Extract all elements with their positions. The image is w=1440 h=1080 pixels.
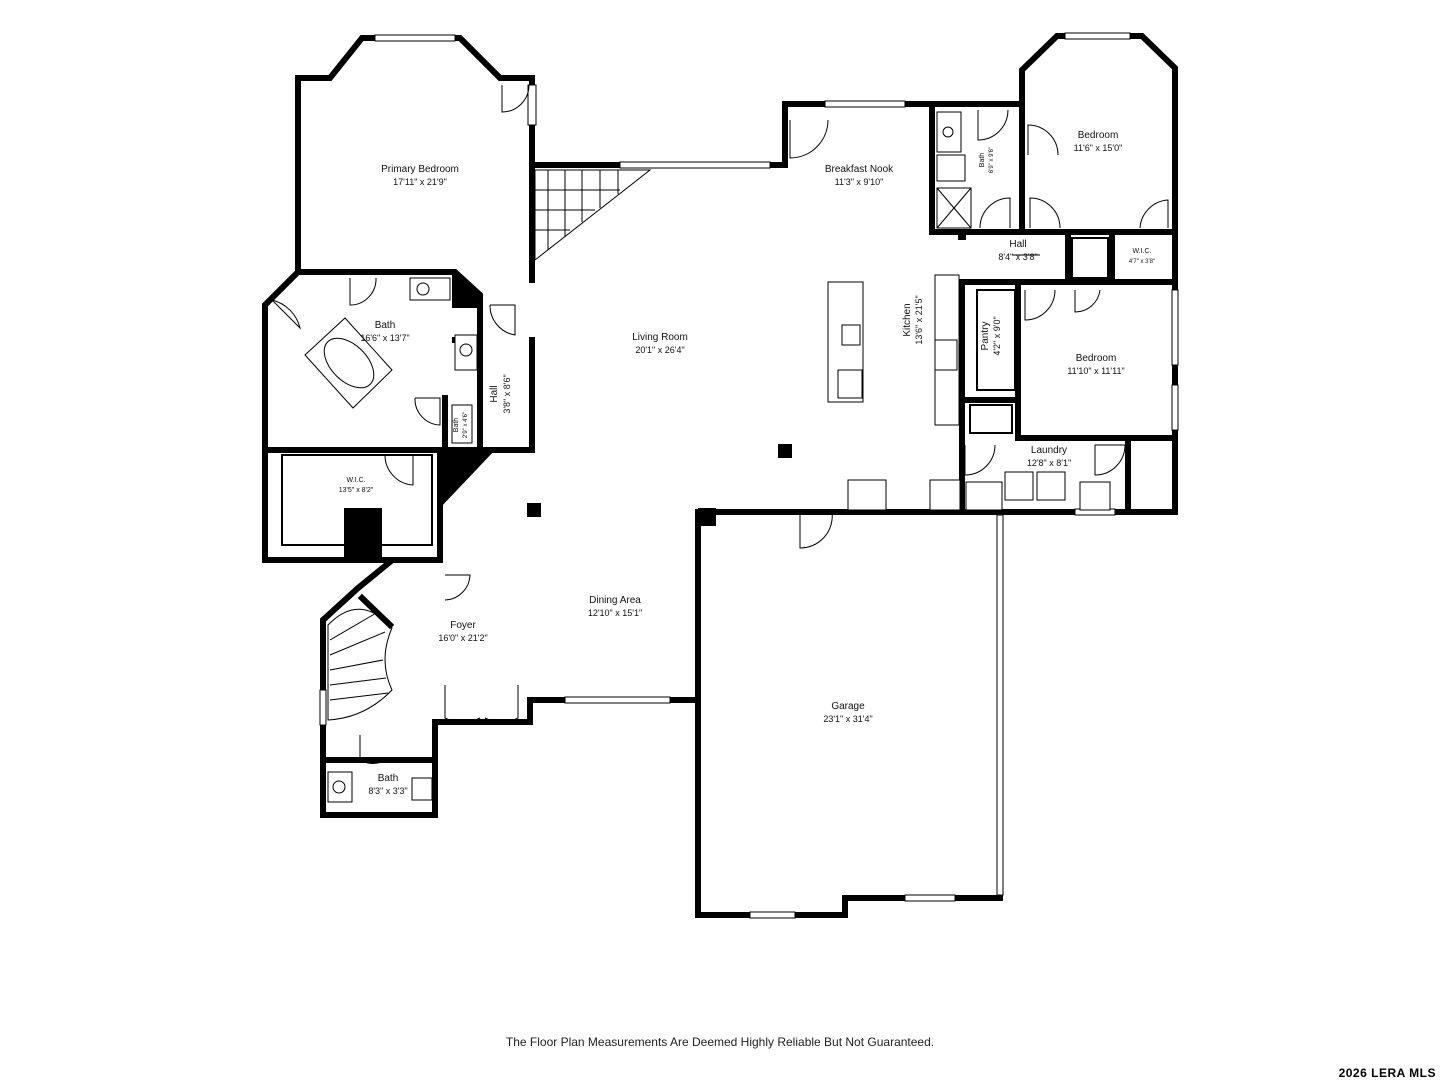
room-size: 12'10" x 15'1" bbox=[588, 608, 642, 618]
room-name: Laundry bbox=[1031, 445, 1067, 456]
bathtub-icon bbox=[304, 317, 393, 409]
room-name: Bath bbox=[378, 773, 399, 784]
room-size: 11'3" x 9'10" bbox=[835, 177, 884, 187]
room-size: 17'11" x 21'9" bbox=[393, 177, 447, 187]
room-name: Dining Area bbox=[589, 595, 641, 606]
room-name: Bath bbox=[453, 418, 460, 433]
room-name: Garage bbox=[831, 701, 865, 712]
sink-icon bbox=[1079, 481, 1111, 511]
room-name: Breakfast Nook bbox=[825, 164, 894, 175]
room-size: 4'7" x 3'8" bbox=[1129, 259, 1155, 265]
sink-icon bbox=[936, 111, 962, 153]
room-size: 12'8" x 8'1" bbox=[1027, 458, 1071, 468]
room-name: Kitchen bbox=[902, 303, 913, 336]
toilet-icon bbox=[411, 777, 433, 801]
staircase-foyer bbox=[327, 608, 393, 721]
room-size: 13'6" x 21'5" bbox=[914, 295, 924, 344]
wall-blocks bbox=[344, 232, 966, 560]
room-size: 11'10" x 11'11" bbox=[1067, 366, 1124, 376]
room-name: W.I.C. bbox=[346, 477, 365, 484]
room-size: 6'9" x 9'6" bbox=[989, 147, 995, 173]
room-name: W.I.C. bbox=[1132, 248, 1151, 255]
copyright-watermark: 2026 LERA MLS bbox=[1338, 1066, 1436, 1080]
toilet-icon bbox=[936, 154, 966, 182]
washer-icon bbox=[1004, 471, 1034, 501]
room-size: 8'4" x 3'8" bbox=[998, 252, 1037, 262]
room-name: Primary Bedroom bbox=[381, 164, 459, 175]
room-size: 16'6" x 13'7" bbox=[360, 333, 409, 343]
room-name: Foyer bbox=[450, 620, 476, 631]
room-size: 16'0" x 21'2" bbox=[438, 633, 487, 643]
staircase-north bbox=[534, 169, 652, 262]
room-name: Bedroom bbox=[1078, 130, 1119, 141]
doors bbox=[271, 84, 1169, 764]
windows bbox=[319, 32, 1179, 919]
disclaimer-text: The Floor Plan Measurements Are Deemed H… bbox=[505, 1035, 935, 1049]
room-size: 20'1" x 26'4" bbox=[635, 345, 684, 355]
room-size: 8'3" x 3'3" bbox=[368, 786, 407, 796]
fixtures bbox=[281, 111, 1111, 803]
room-labels: Primary Bedroom 17'11" x 21'9" Bath 16'6… bbox=[339, 130, 1155, 796]
room-name: Pantry bbox=[980, 322, 991, 351]
sink-icon bbox=[409, 277, 451, 301]
room-size: 23'1" x 31'4" bbox=[823, 714, 872, 724]
dryer-icon bbox=[1036, 471, 1066, 501]
room-size: 3'8" x 8'6" bbox=[502, 374, 512, 413]
interior-walls bbox=[320, 101, 1178, 763]
room-size: 11'6" x 15'0" bbox=[1074, 143, 1123, 153]
room-name: Bath bbox=[979, 153, 986, 168]
room-size: 2'9" x 4'6" bbox=[463, 412, 469, 438]
room-name: Hall bbox=[1009, 239, 1026, 250]
room-size: 13'5" x 8'2" bbox=[339, 487, 374, 494]
room-size: 4'2" x 9'0" bbox=[992, 316, 1002, 355]
room-name: Living Room bbox=[632, 332, 688, 343]
room-name: Bedroom bbox=[1076, 353, 1117, 364]
room-name: Hall bbox=[489, 385, 500, 402]
room-name: Bath bbox=[375, 320, 396, 331]
toilet-icon bbox=[451, 404, 473, 444]
stove-icon bbox=[934, 339, 958, 371]
